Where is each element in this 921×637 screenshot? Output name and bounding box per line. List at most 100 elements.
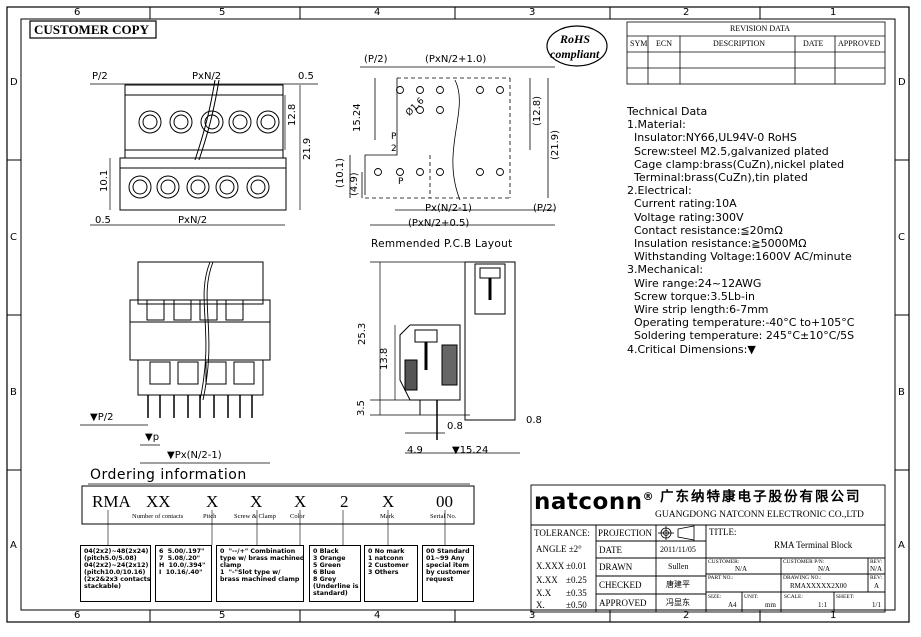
col-label-5: 5 [219,7,226,18]
approved-value: 冯显东 [666,598,690,607]
customer-value: N/A [735,565,748,573]
projection-label: PROJECTION [598,528,653,538]
revision-title: REVISION DATA [730,24,791,33]
row-label-c-right: C [898,232,905,243]
rohs-line2: compliant [550,47,600,61]
title-block-lines [530,484,886,613]
company-name-cn: 广东纳特康电子股份有限公司 [660,489,862,505]
row-label-a: A [10,540,17,551]
tol-row-2-value: ±0.35 [566,588,587,598]
dim-05-top: 0.5 [298,71,314,82]
side-dim-49: 4.9 [407,445,423,456]
rev-label-2: REV: [870,575,883,581]
ordering-box-mark: 0 No mark 1 natconn 2 Customer 3 Others [364,545,418,602]
pcb-dim-p: P [398,177,404,187]
front-dim-p: ▼p [145,432,160,443]
col-label-1-bottom: 1 [830,610,837,621]
col-label-3: 3 [529,7,536,18]
side-dim-35: 3.5 [356,400,367,416]
front-dim-pxn: ▼Px(N/2-1) [167,450,222,461]
col-label-2: 2 [683,7,690,18]
approved-label: APPROVED [599,598,647,608]
row-label-d: D [10,77,18,88]
row-label-c: C [10,232,17,243]
tech-line: 3.Mechanical: [627,263,704,277]
tech-line: Cage clamp:brass(CuZn),nickel plated [627,157,845,171]
label-serial: Serial No. [430,513,457,520]
revision-header-approved: APPROVED [838,39,881,48]
side-dim-253: 25.3 [357,322,368,345]
tol-row-0-label: X.XXX [536,561,565,571]
tol-row-1-value: ±0.25 [566,575,587,585]
tech-line: Insulator:NY66,UL94V-0 RoHS [627,131,797,145]
customer-copy-label: CUSTOMER COPY [34,22,149,37]
tech-line: Soldering temperature: 245°C±10°C/5S [627,329,855,343]
tol-row-0-value: ±0.01 [566,561,587,571]
revision-header-ecn: ECN [656,39,672,48]
top-screws-row1 [138,110,280,134]
code-rma: RMA [92,492,131,511]
pcb-dim-p-over-2-den: 2 [391,144,397,154]
code-2: 2 [340,492,349,511]
tech-line: Wire strip length:6-7mm [627,303,769,317]
ordering-box-pitch: 6 5.00/.197" 7 5.08/.20" H 10.0/.394" I … [155,545,212,602]
pcb-dim-pxn-1: Px(N/2-1) [425,203,472,214]
tech-line: Insulation resistance:≧5000MΩ [627,237,807,251]
tech-line: Operating temperature:-40°C to+105°C [627,316,855,330]
size-label: SIZE: [708,594,722,600]
pcb-dim-pxn2-05: (PxN/2+0.5) [408,218,470,229]
sheet-label: SHEET: [836,594,855,600]
unit-value: mm [765,601,776,609]
revision-header-description: DESCRIPTION [713,39,766,48]
company-name-en: GUANGDONG NATCONN ELECTRONIC CO.,LTD [655,510,864,520]
label-screw-clamp: Screw & Clamp [234,513,276,520]
rev-label-1: REV: [870,559,883,565]
brand-name: natconn [534,489,643,515]
dim-pxn2-bottom: PxN/2 [178,215,208,226]
part-no-label: PART NO.: [708,575,734,581]
tol-row-1-label: X.XX [536,575,558,585]
drawn-value: Sullen [668,562,689,571]
tech-line: 4.Critical Dimensions:▼ [627,342,756,356]
dim-p2: P/2 [92,71,108,82]
unit-label: UNIT: [744,594,759,600]
scale-label: SCALE: [784,594,803,600]
tech-line: Terminal:brass(CuZn),tin plated [627,171,808,185]
brand-logo: natconn® [534,491,654,514]
pcb-layout [349,66,555,226]
row-label-a-right: A [898,540,905,551]
front-dim-p2: ▼P/2 [90,412,114,423]
tech-line: Wire range:24~12AWG [627,276,762,290]
dim-128: 12.8 [287,103,298,126]
pcb-dim-128: (12.8) [532,95,543,126]
pcb-dim-219: (21.9) [550,129,561,160]
date-value: 2011/11/05 [660,545,696,554]
title-label: TITLE: [709,527,737,537]
pcb-caption: Remmended P.C.B Layout [371,238,513,250]
revision-header-date: DATE [803,39,824,48]
label-color: Color [290,513,305,520]
drawn-label: DRAWN [599,562,633,572]
side-dim-08a: 0.8 [447,421,463,432]
sheet-value: 1/1 [872,601,881,609]
customer-pn-label: CUSTOMER P/N: [783,559,825,565]
col-label-2-bottom: 2 [683,610,690,621]
drawing-no-label: DRAWING NO.: [783,575,822,581]
code-xx: XX [146,492,171,511]
tech-line: Technical Data [627,105,708,118]
pcb-dim-p2-right: (P/2) [533,203,557,214]
label-pitch: Pitch [203,513,217,520]
dim-pxn2-top: PxN/2 [192,71,222,82]
pcb-dim-101: (10.1) [335,157,346,188]
label-mark: Mark [380,513,395,520]
tech-line: Current rating:10A [627,197,737,211]
title-value: RMA Terminal Block [774,540,853,550]
top-screws-row2 [128,175,270,199]
code-color: X [294,492,307,511]
col-label-4-bottom: 4 [374,610,381,621]
code-pitch: X [206,492,219,511]
label-contacts: Number of contacts [132,513,184,520]
tolerance-label: TOLERANCE: [534,528,590,538]
col-label-5-bottom: 5 [219,610,226,621]
